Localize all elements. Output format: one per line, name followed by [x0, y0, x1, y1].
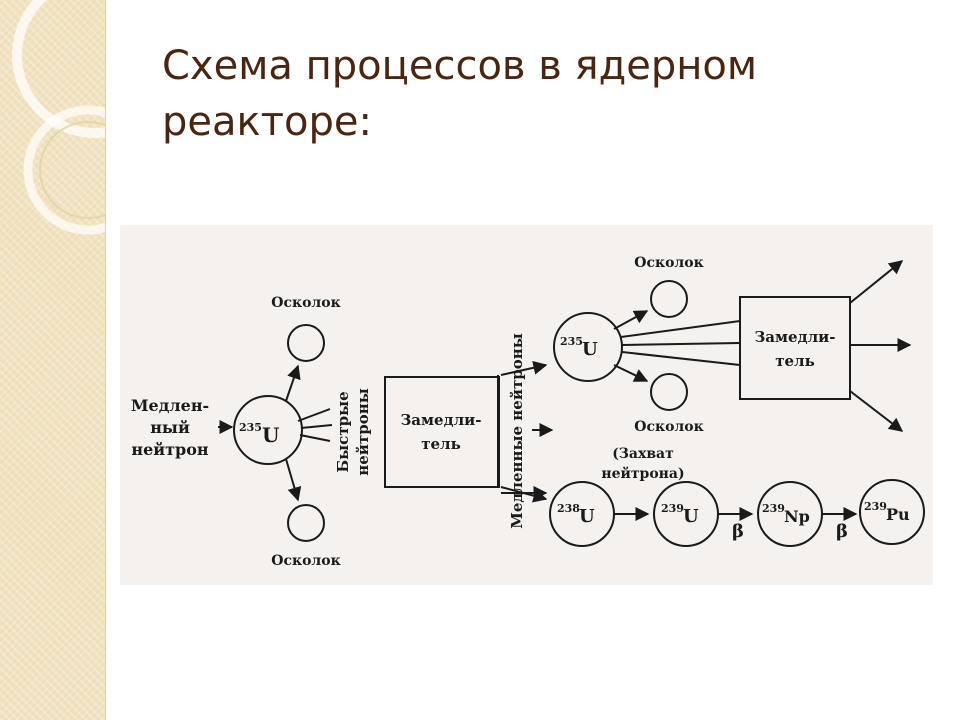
neutron-ray-2-2: [621, 342, 741, 346]
moderator-second-line1: Замедли-: [754, 328, 835, 346]
fast-neutron-ray-1: [297, 408, 331, 422]
input-label-line1: Медлен-: [131, 396, 209, 415]
input-label-line2: ный: [150, 418, 190, 437]
decorative-rings: [12, 0, 105, 235]
moderator-first-line2: тель: [421, 435, 461, 453]
moderator-box-first: [384, 376, 500, 488]
moderator-second-line2: тель: [775, 352, 815, 370]
fast-neutron-ray-3: [299, 434, 331, 442]
u238-symbol: U: [579, 506, 595, 527]
output-arrow-up: [849, 260, 904, 304]
diagram-canvas: Медлен- ный нейтрон Осколок Осколок 235 …: [131, 255, 925, 569]
reactor-process-diagram: Медлен- ный нейтрон Осколок Осколок 235 …: [120, 225, 933, 585]
fragment-arrow-down-left: [285, 458, 302, 502]
beta-decay-label-1: β: [732, 521, 744, 542]
fragment-top-right: [650, 280, 688, 318]
pu239-symbol: Pu: [886, 505, 910, 524]
u238-mass: 238: [557, 502, 580, 515]
np239-mass: 239: [762, 502, 785, 515]
fragment-label-bottom-left: Осколок: [271, 553, 341, 569]
moderator-box-second: [739, 296, 851, 400]
slow-neutrons-label: Медленные нейтроны: [508, 333, 526, 528]
fragment-arrow-up-right: [613, 310, 649, 330]
fragment-bottom-right: [650, 373, 688, 411]
np239-symbol: Np: [784, 507, 810, 526]
capture-label-line2: нейтрона): [601, 465, 684, 482]
beta-decay-label-2: β: [836, 521, 848, 542]
u235-first-mass: 235: [239, 421, 262, 434]
u235-nucleus-second: [553, 312, 623, 382]
fast-neutrons-label-line1: Быстрые: [334, 391, 352, 472]
fragment-top-left: [287, 324, 325, 362]
neutron-ray-2-1: [620, 320, 741, 338]
fragment-label-bottom-right: Осколок: [634, 419, 704, 435]
slide-title-colon: :: [358, 99, 372, 145]
u235-first-symbol: U: [262, 423, 279, 447]
fragment-label-top-left: Осколок: [271, 295, 341, 311]
output-arrow-down: [849, 390, 904, 432]
fast-neutron-ray-2: [300, 424, 333, 429]
pu239-nucleus: [859, 479, 925, 545]
slow-neutron-arrow-top: [500, 360, 548, 376]
slide-title-text: Схема процессов в ядерном реакторе: [162, 43, 758, 145]
pu239-mass: 239: [864, 500, 887, 513]
decorative-side-band: [0, 0, 106, 720]
input-label-line3: нейтрон: [131, 440, 209, 459]
fragment-arrow-up-left: [285, 364, 301, 402]
fragment-arrow-down-right: [613, 364, 649, 382]
fragment-label-top-right: Осколок: [634, 255, 704, 271]
fragment-bottom-left: [287, 504, 325, 542]
capture-label-line1: (Захват: [612, 446, 674, 462]
u239-symbol: U: [683, 506, 699, 527]
u235-nucleus-first: [233, 395, 303, 465]
moderator-first-line1: Замедли-: [400, 411, 481, 429]
neutron-ray-2-3: [621, 351, 741, 366]
u235-second-symbol: U: [582, 339, 598, 360]
slide-title: Схема процессов в ядерном реакторе:: [162, 38, 922, 150]
u235-second-mass: 235: [560, 335, 583, 348]
fast-neutrons-label-line2: нейтроны: [354, 388, 372, 475]
u239-mass: 239: [661, 502, 684, 515]
